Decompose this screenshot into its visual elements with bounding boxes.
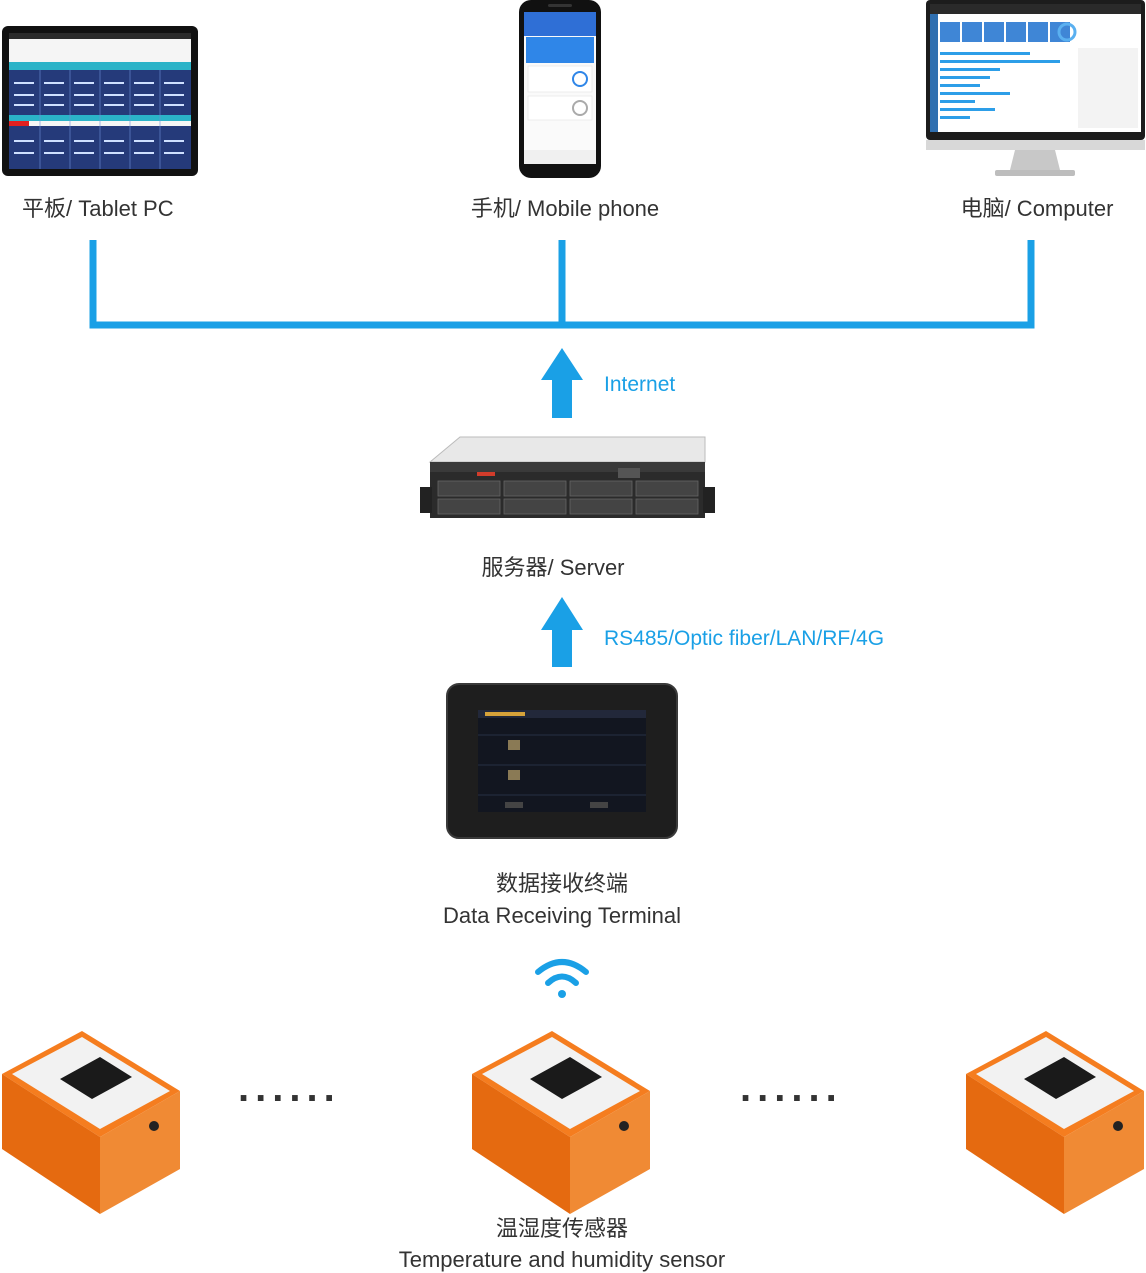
internet-arrow	[541, 348, 583, 418]
sensor-label-en: Temperature and humidity sensor	[398, 1247, 726, 1272]
terminal-device	[446, 683, 678, 839]
sensor-right	[966, 1031, 1144, 1214]
sensor-left	[2, 1031, 180, 1214]
sensor-label-cn: 温湿度传感器	[495, 1216, 629, 1241]
wifi-icon	[535, 959, 589, 998]
device-connector-lines	[89, 240, 1035, 329]
sensor-ellipsis-left: ......	[238, 1066, 341, 1110]
mobile-device	[519, 0, 601, 178]
terminal-label-cn: 数据接收终端	[495, 871, 629, 896]
protocol-arrow	[541, 597, 583, 667]
terminal-label-en: Data Receiving Terminal	[442, 903, 682, 928]
internet-label: Internet	[604, 373, 676, 396]
server-device	[420, 436, 715, 518]
computer-label: 电脑/ Computer	[960, 196, 1114, 221]
tablet-label: 平板/ Tablet PC	[22, 196, 174, 221]
protocol-label: RS485/Optic fiber/LAN/RF/4G	[604, 627, 885, 650]
tablet-device	[2, 26, 198, 176]
mobile-label: 手机/ Mobile phone	[470, 196, 660, 221]
sensor-middle	[472, 1031, 650, 1214]
server-label: 服务器/ Server	[481, 555, 625, 580]
sensor-ellipsis-right: ......	[740, 1066, 843, 1110]
computer-device	[926, 0, 1145, 176]
